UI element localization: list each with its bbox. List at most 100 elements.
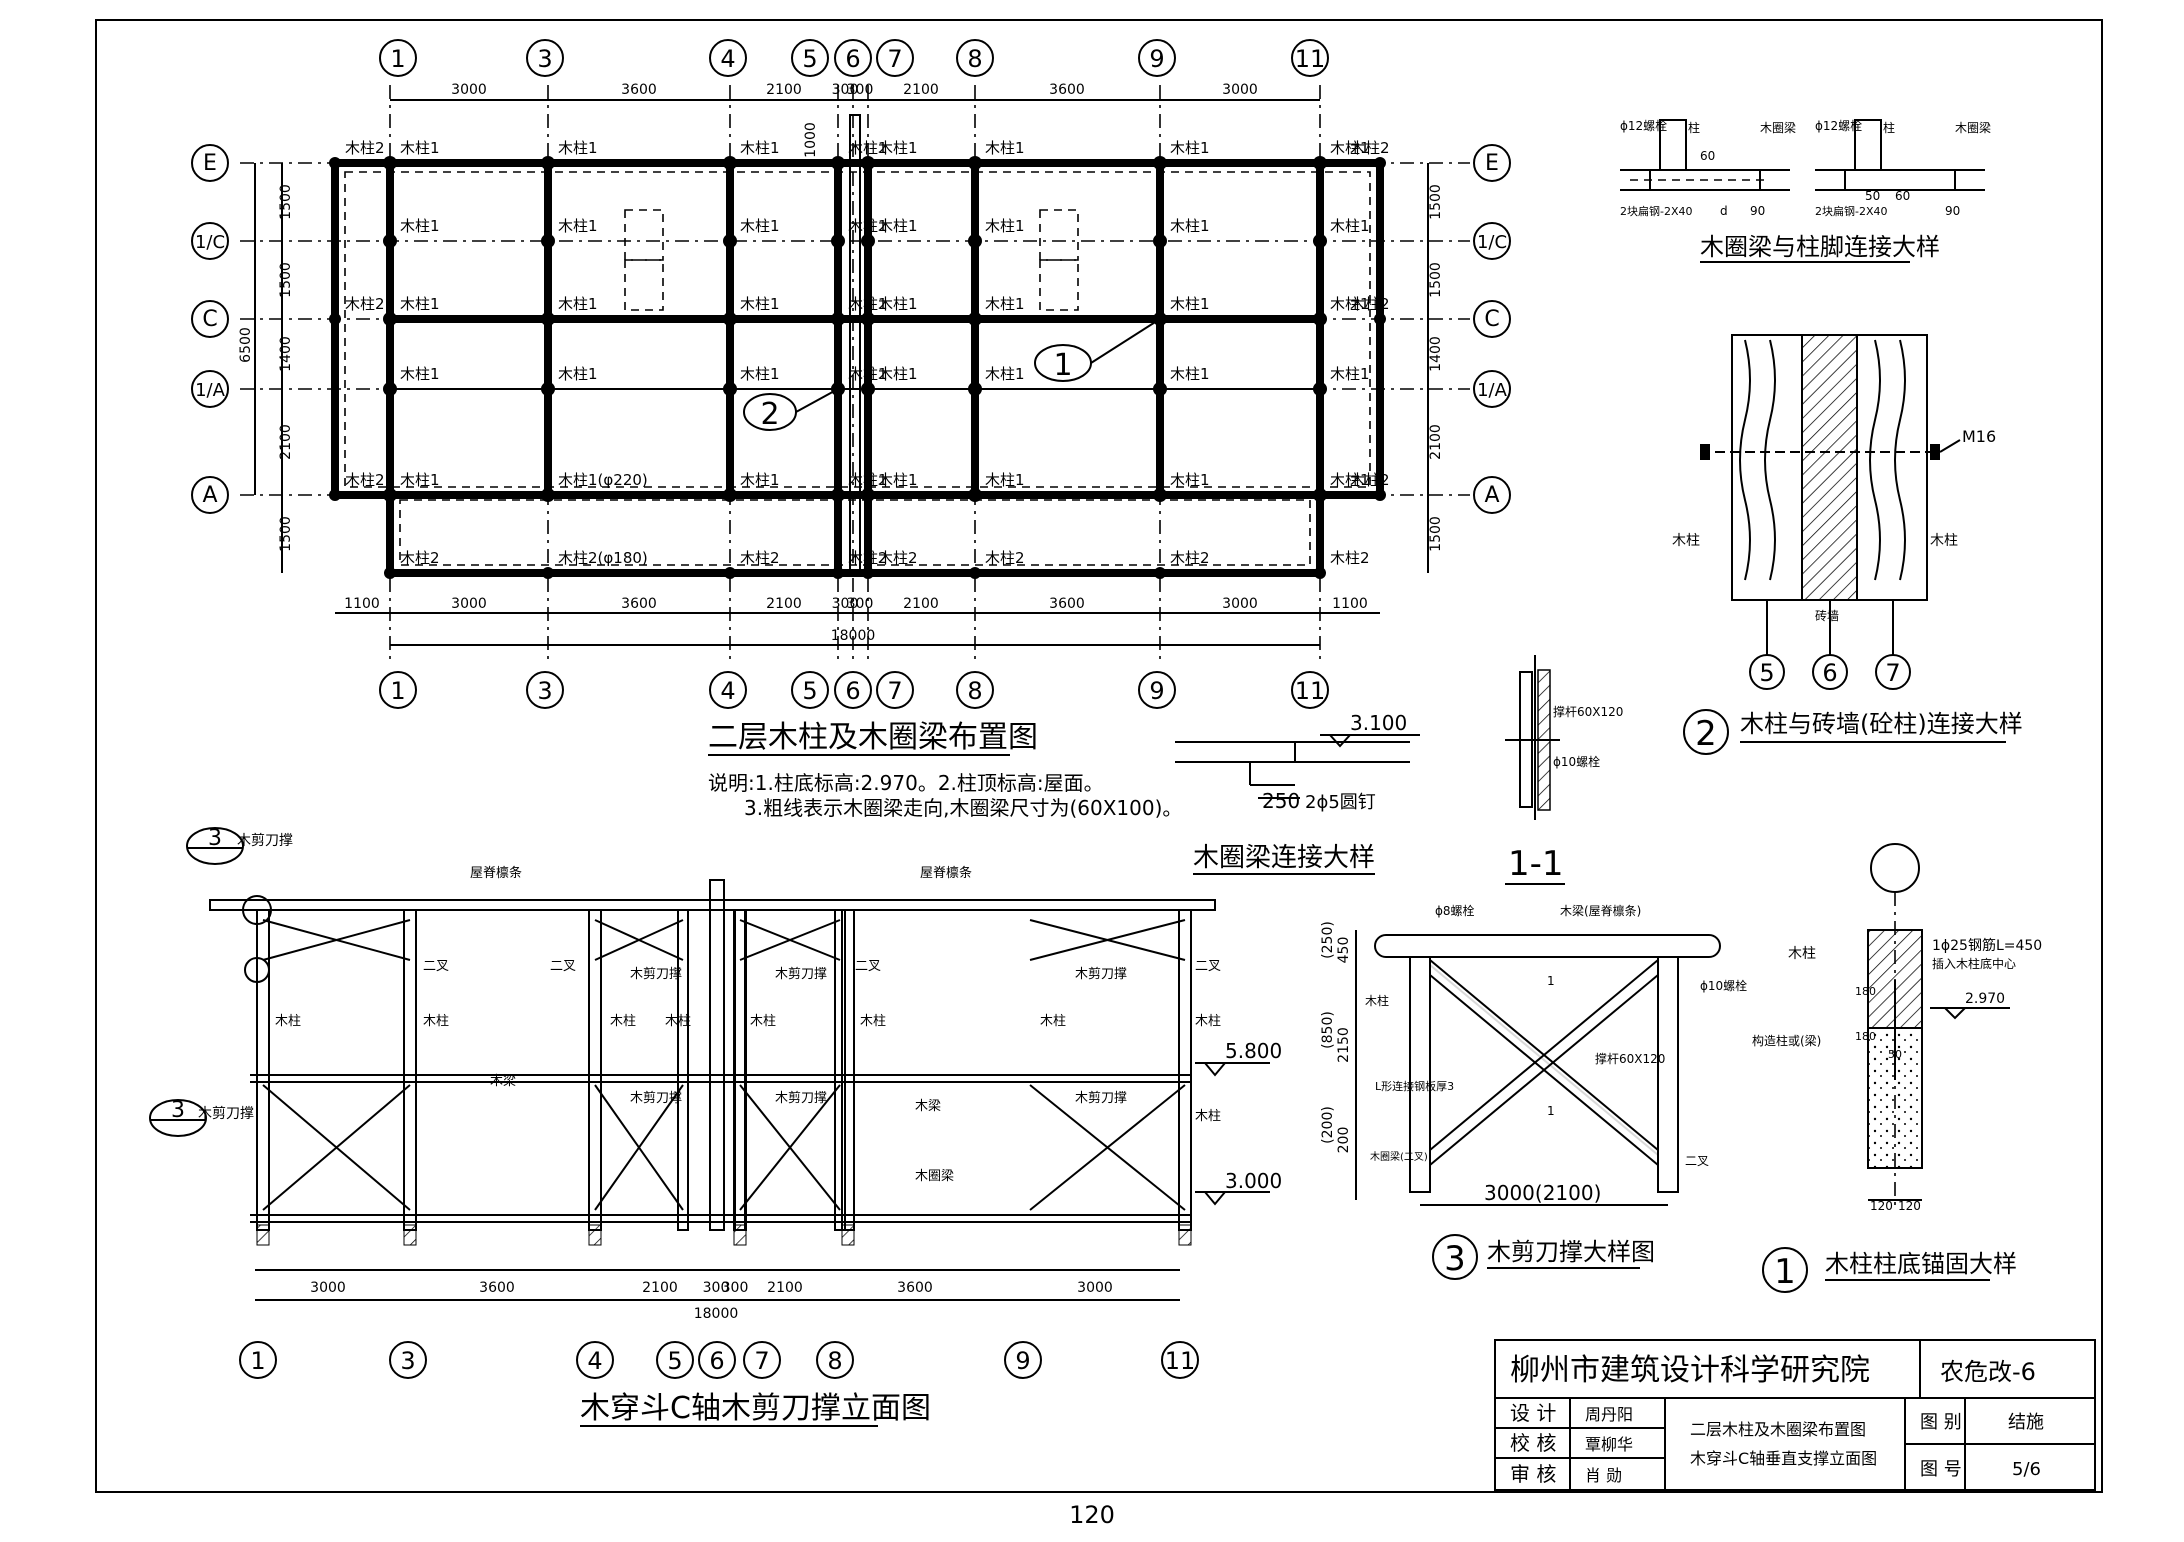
plan-column-label-2: 木柱2 [1350, 139, 1390, 157]
elev-column [834, 909, 846, 1231]
axis-label-y: 1/C [195, 232, 225, 253]
plan-column-label: 木柱1 [848, 365, 888, 383]
axis-bubble-x [526, 39, 564, 77]
plan-column-dot [1153, 488, 1167, 502]
plan-column-label: 木柱1 [848, 471, 888, 489]
axis-bubble-x [791, 671, 829, 709]
foot-nail-2: 2块扁钢-2X40 [1815, 205, 1888, 218]
elev-dim: 3000 [1077, 1280, 1113, 1296]
axis-bubble-y [1473, 476, 1511, 514]
foot-d60-2: 60 [1895, 189, 1910, 203]
plan-column-label: 木柱1 [848, 217, 888, 235]
axis-bubble-x [791, 39, 829, 77]
axis-label-x: 4 [720, 677, 735, 705]
anchor-col: 木柱 [1788, 946, 1816, 962]
plan-top-dim: 3000 [1222, 82, 1258, 98]
anchor-level: 2.970 [1965, 991, 2005, 1007]
plan-column-dot [723, 488, 737, 502]
plan-column-label: 木柱1 [740, 217, 780, 235]
plan-column-dot [861, 234, 875, 248]
plan-column-label: 木柱1 [1330, 295, 1370, 313]
plan-column-dot [383, 488, 397, 502]
elev-brace-label-4: 木剪刀撑 [775, 966, 827, 982]
elev-axis-bubble [698, 1341, 736, 1379]
detail-brace: 木梁(屋脊檩条) ϕ8螺栓 ϕ10螺栓 撑杆60X120 木柱 L形连接钢板厚3… [1320, 903, 1747, 1280]
anchor-base: 构造柱或(梁) [1752, 1033, 1821, 1048]
plan-column-dot [723, 156, 737, 170]
elev-axis-label: 1 [250, 1347, 265, 1375]
plan-column-dot [723, 234, 737, 248]
plan-bottom-dim: 3600 [621, 596, 657, 612]
section-strut: 撑杆60X120 [1553, 704, 1623, 719]
plan-column-dot [383, 312, 397, 326]
plan-right-dim: 1500 [1428, 184, 1444, 220]
elev-brace-label-6: 木剪刀撑 [775, 1090, 827, 1106]
tb-name-2: 覃柳华 [1585, 1435, 1633, 1454]
plan-column-label: 木柱1 [558, 217, 598, 235]
axis-bubble-x [709, 671, 747, 709]
foot-col-1: 柱 [1688, 120, 1700, 135]
ring-level: 3.100 [1350, 711, 1407, 735]
elev-axis-label: 3 [400, 1347, 415, 1375]
plan-bottom-dim: 1100 [1332, 596, 1368, 612]
axis-label-x: 7 [887, 677, 902, 705]
plan-right-dim: 1400 [1428, 336, 1444, 372]
callout-1-label: 1 [1053, 348, 1072, 383]
plan-column-label-2: 木柱2 [848, 549, 888, 567]
tb-name-3: 肖 勋 [1585, 1466, 1622, 1485]
plan-column-dot [541, 234, 555, 248]
anchor-bar2: 插入木柱底中心 [1932, 956, 2016, 971]
plan-column-label: 木柱1 [740, 471, 780, 489]
axis-label-x: 8 [967, 677, 982, 705]
plan-column-label-2: 木柱2 [878, 549, 918, 567]
axis-bubble-y [191, 300, 229, 338]
elev-dim: 3600 [479, 1280, 515, 1296]
axis-label-x: 6 [845, 677, 860, 705]
elev-dim: 2100 [767, 1280, 803, 1296]
detail-wall-connection: M16 木柱 木柱 砖墙 5 6 7 2 木柱与砖墙(砼柱)连接大样 [1672, 334, 2023, 755]
axis-bubble-x [1138, 671, 1176, 709]
elev-axis-label: 11 [1165, 1347, 1196, 1375]
axis-bubble-x [834, 39, 872, 77]
foot-col-2: 柱 [1883, 120, 1895, 135]
plan-column-dot [861, 312, 875, 326]
elev-col-label-3: 木柱 [610, 1014, 636, 1029]
plan-column-dot [861, 382, 875, 396]
plan-top-dim: 2100 [903, 82, 939, 98]
axis-label-x: 11 [1295, 677, 1326, 705]
plan-top-dim: 300 [832, 82, 859, 98]
axis-bubble-x [379, 39, 417, 77]
plan-column-label: 木柱1 [400, 217, 440, 235]
plan-column-label: 木柱1 [1170, 365, 1210, 383]
plan-title: 二层木柱及木圈梁布置图 [708, 720, 1038, 755]
axis-label-y: E [1485, 151, 1499, 176]
axis-bubble-y [1473, 370, 1511, 408]
elev-brace-label-5: 木剪刀撑 [630, 1090, 682, 1106]
plan-column-dot [541, 488, 555, 502]
axis-bubble-x [1291, 39, 1329, 77]
elevation-title: 木穿斗C轴木剪刀撑立面图 [580, 1391, 931, 1426]
plan-column-label-2: 木柱2 [345, 139, 385, 157]
elev-brace-label-3: 木剪刀撑 [630, 966, 682, 982]
brace-fork: 二叉 [1685, 1154, 1709, 1168]
axis-label-x: 3 [537, 677, 552, 705]
plan-column-label: 木柱1 [740, 139, 780, 157]
plan-bottom-dim: 1100 [344, 596, 380, 612]
tb-drawing-1: 二层木柱及木圈梁布置图 [1690, 1420, 1866, 1439]
plan-column-label: 木柱1 [985, 295, 1025, 313]
drawing-code: 农危改-6 [1940, 1358, 2036, 1386]
section-1-1: 撑杆60X120 ϕ10螺栓 1-1 [1505, 655, 1623, 885]
plan-top-dim: 2100 [766, 82, 802, 98]
elev-brace-upper [1029, 919, 1186, 961]
plan-column-label: 木柱1 [740, 365, 780, 383]
axis-label-y: C [1484, 307, 1499, 332]
plan-column-label-2: 木柱2 [1330, 549, 1370, 567]
plan-note-1: 说明:1.柱底标高:2.970。2.柱顶标高:屋面。 [708, 771, 1104, 795]
brace-bottom-dim: 3000(2100) [1484, 1181, 1601, 1205]
level-3000: 3.000 [1225, 1169, 1282, 1193]
brace-strut: 撑杆60X120 [1595, 1051, 1665, 1066]
plan-column-dot [723, 312, 737, 326]
axis-bubble-y [191, 476, 229, 514]
elev-axis-bubble [743, 1341, 781, 1379]
plan-bottom-dim: 300 [832, 596, 859, 612]
